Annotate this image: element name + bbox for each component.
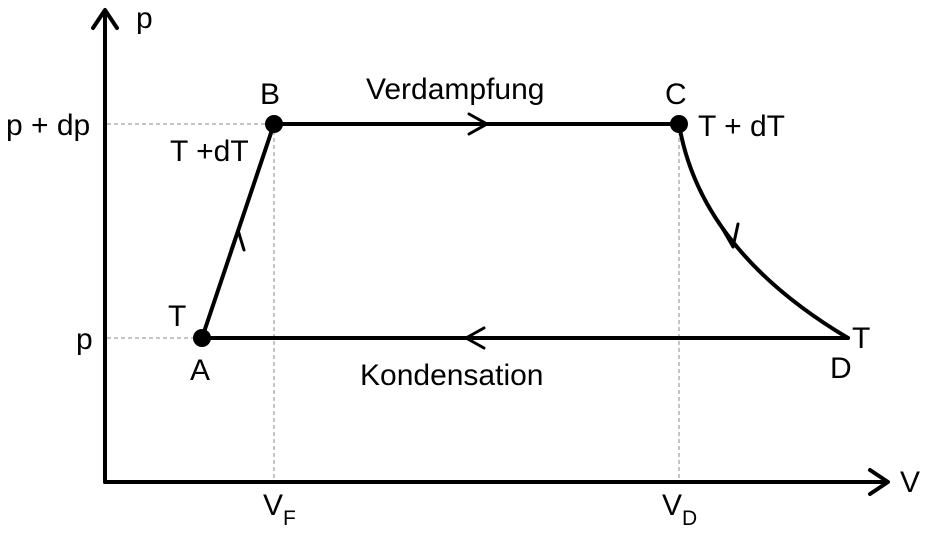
axes xyxy=(91,8,890,496)
point-d-temp: T xyxy=(852,322,870,355)
process-label-bottom: Kondensation xyxy=(360,359,544,392)
direction-arrows xyxy=(229,112,740,350)
process-c-d xyxy=(677,122,850,340)
point-a-marker xyxy=(193,329,211,347)
tick-v-d-sub: D xyxy=(682,507,697,530)
y-axis-label: p xyxy=(136,2,153,35)
tick-p-high: p + dp xyxy=(6,109,90,142)
tick-v-f-main: V xyxy=(263,489,283,522)
arrow-d-a xyxy=(464,326,486,350)
arrow-a-b xyxy=(229,228,246,252)
tick-v-d: VD xyxy=(662,489,697,530)
x-axis-label: V xyxy=(900,466,920,499)
state-points xyxy=(193,115,688,347)
cycle xyxy=(200,122,850,340)
arrow-c-d xyxy=(720,222,740,249)
point-c-label: C xyxy=(665,78,687,111)
point-c-temp: T + dT xyxy=(698,110,785,143)
x-axis-arrowhead xyxy=(868,468,890,496)
point-b-temp: T +dT xyxy=(170,135,249,168)
tick-v-d-main: V xyxy=(662,489,682,522)
process-label-top: Verdampfung xyxy=(366,73,544,106)
guide-lines xyxy=(107,123,680,482)
point-d-label: D xyxy=(830,352,852,385)
point-b-marker xyxy=(265,115,283,133)
tick-p-low: p xyxy=(76,323,93,356)
tick-v-f-sub: F xyxy=(283,507,296,530)
point-c-marker xyxy=(670,115,688,133)
point-a-temp: T xyxy=(168,300,186,333)
tick-v-f: VF xyxy=(263,489,296,530)
arrow-b-c xyxy=(467,112,489,136)
point-a-label: A xyxy=(190,354,210,387)
point-b-label: B xyxy=(260,78,280,111)
y-axis-arrowhead xyxy=(91,8,119,30)
